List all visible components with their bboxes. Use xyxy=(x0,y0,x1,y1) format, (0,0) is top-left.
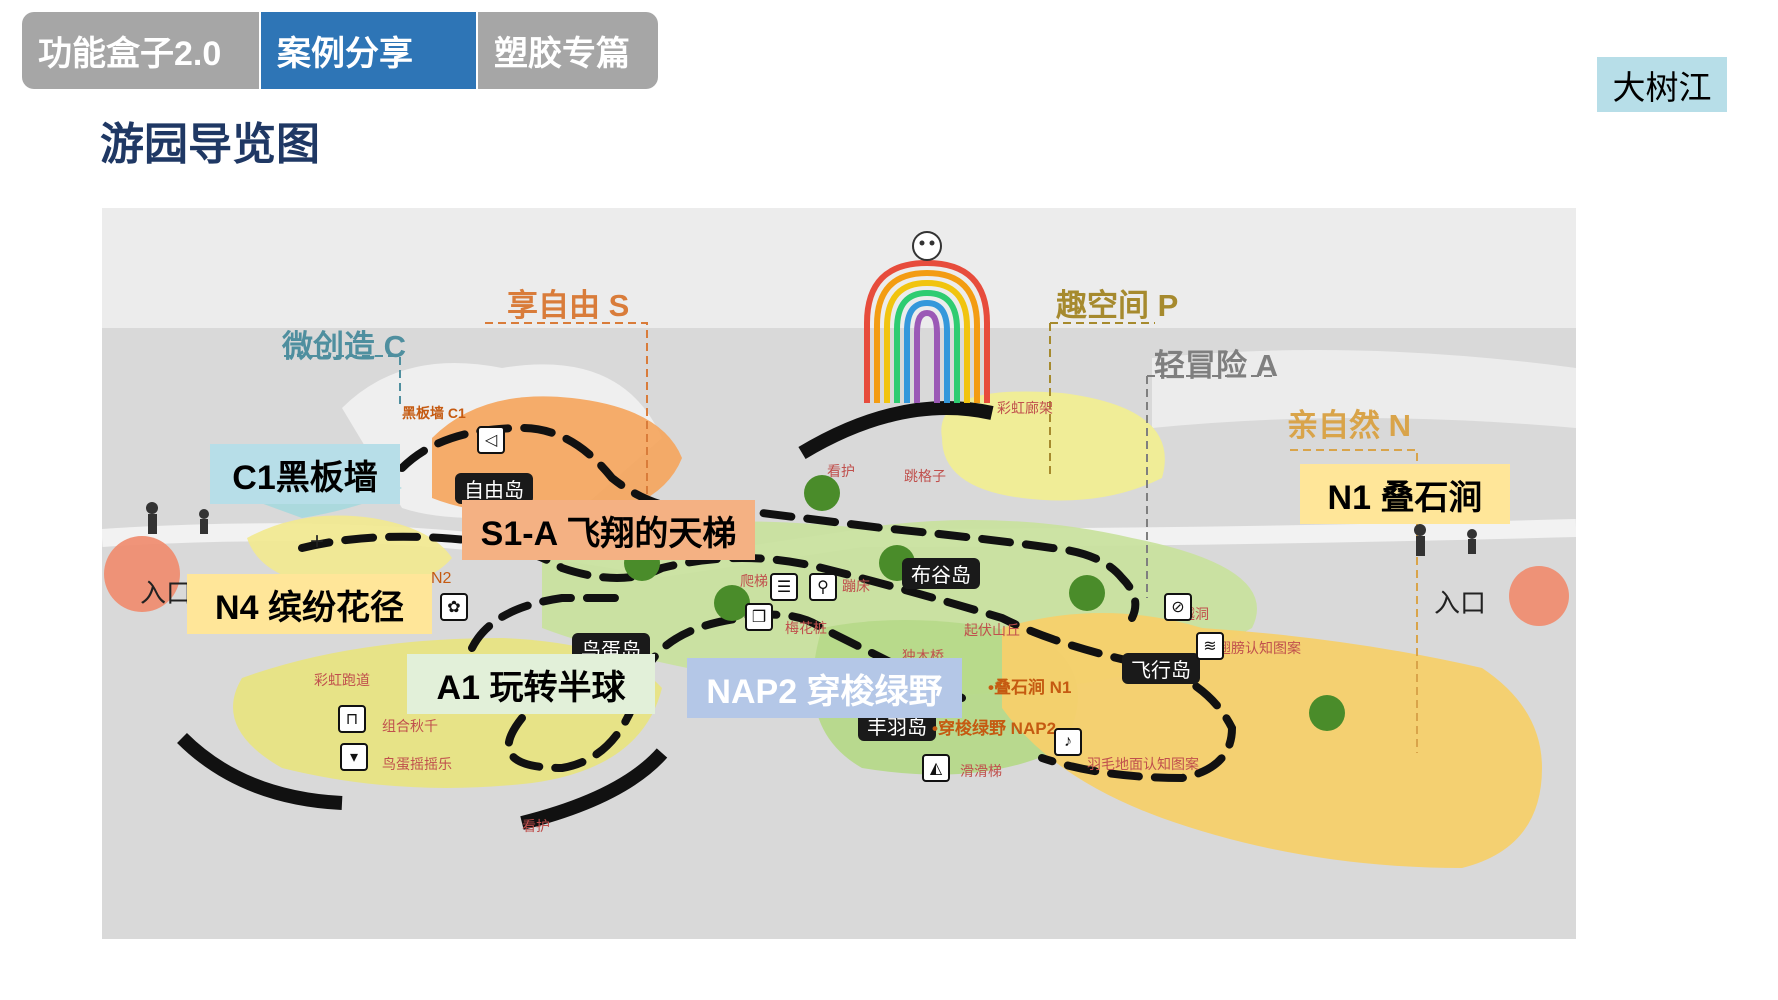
left-entrance-marker xyxy=(104,536,180,612)
trampoline-icon: ⚲ xyxy=(809,573,837,601)
island-fly: 飞行岛 xyxy=(1122,653,1200,684)
callout-n1-stone-stream: N1 叠石涧 xyxy=(1300,464,1510,524)
building-right xyxy=(1152,350,1576,428)
person-icon-body xyxy=(1416,536,1425,556)
family-icons xyxy=(146,502,1477,556)
facility-nap2: •穿梭绿野 NAP2 xyxy=(932,719,1057,738)
rainbow-face-circle xyxy=(912,231,942,261)
page-title: 游园导览图 xyxy=(100,120,320,169)
wing-icon: ≋ xyxy=(1196,632,1224,660)
entrance-left: 入口 xyxy=(140,578,193,608)
facility-combo-swing: 组合秋千 xyxy=(382,718,438,734)
slide-icon: ◭ xyxy=(922,754,950,782)
tab-case-share[interactable]: 案例分享 xyxy=(261,12,476,89)
facility-watch-1: 看护 xyxy=(827,463,855,479)
tree-icon xyxy=(804,475,840,511)
callout-c1-blackboard: C1黑板墙 xyxy=(210,444,400,504)
zone-leader-lines xyxy=(284,322,1418,753)
tab-bar: 功能盒子2.0 案例分享 塑胶专篇 xyxy=(22,12,660,89)
person-icon xyxy=(199,509,209,519)
corner-tag: 大树江 xyxy=(1597,57,1727,112)
tree-icon xyxy=(1309,695,1345,731)
arc-left-bottom xyxy=(177,733,343,810)
zone-label-nature: 亲自然 N xyxy=(1287,408,1411,443)
speaker-icon: ◁ xyxy=(477,426,505,454)
facility-feather-ground: 羽毛地面认知图案 xyxy=(1087,756,1199,772)
facility-slide: 滑滑梯 xyxy=(960,763,1002,779)
rainbow-band xyxy=(914,309,940,403)
egg-rocker-icon: ▾ xyxy=(340,743,368,771)
flower-icon: ✿ xyxy=(440,593,468,621)
facility-n2: N2 xyxy=(431,570,452,587)
rainbow-band xyxy=(884,279,970,403)
plum-pole-icon: ❒ xyxy=(745,603,773,631)
rainbow-band xyxy=(894,289,960,403)
zone-label-adventure: 轻冒险 A xyxy=(1154,348,1278,383)
rainbow-face-eye xyxy=(929,240,935,246)
swing-icon: ⊓ xyxy=(338,705,366,733)
callout-s1-sky-ladder: S1-A 飞翔的天梯 xyxy=(462,500,755,560)
facility-hills: 起伏山丘 xyxy=(964,622,1020,638)
callout-a1-hemisphere: A1 玩转半球 xyxy=(407,654,655,714)
zone-yellow-top xyxy=(941,391,1165,501)
island-freedom: 自由岛 xyxy=(455,473,533,504)
tree-icon xyxy=(714,585,750,621)
rainbow-band xyxy=(864,259,990,403)
rainbow-band xyxy=(904,299,950,403)
person-icon-body xyxy=(148,514,157,534)
crosshair-icon: + xyxy=(310,528,325,555)
leader-create-c xyxy=(284,355,401,408)
zone-label-space: 趣空间 P xyxy=(1056,288,1179,323)
leader-free-s xyxy=(485,322,648,498)
facility-plum-pole: 梅花桩 xyxy=(785,620,827,636)
facility-wing-pattern: 翅膀认知图案 xyxy=(1217,640,1301,656)
facility-hopscotch: 跳格子 xyxy=(904,468,946,484)
rainbow-arch xyxy=(864,259,990,403)
person-icon xyxy=(1467,529,1477,539)
callout-nap2-green-field: NAP2 穿梭绿野 xyxy=(687,658,962,718)
rainbow-face-eye xyxy=(919,240,925,246)
ladder-icon: ☰ xyxy=(770,573,798,601)
feather-icon: ♪ xyxy=(1054,728,1082,756)
facility-egg-rocker: 鸟蛋摇摇乐 xyxy=(382,756,452,772)
rainbow-band xyxy=(874,269,980,403)
tree-icon xyxy=(1069,575,1105,611)
leader-nature-n xyxy=(1290,449,1418,753)
facility-rainbow-road: 彩虹跑道 xyxy=(314,672,370,688)
arc-bottom-center xyxy=(520,748,668,830)
facility-watch-2: 看护 xyxy=(522,818,550,834)
facility-blackboard: 黑板墙 C1 xyxy=(402,405,466,421)
island-bugu: 布谷岛 xyxy=(902,558,980,589)
person-icon xyxy=(146,502,158,514)
park-map: 微创造 C 享自由 S 趣空间 P 轻冒险 A 亲自然 N 自由岛 布谷岛 鸟蛋… xyxy=(102,208,1576,939)
facility-rainbow-corridor: 彩虹廊架 xyxy=(997,400,1053,416)
tunnel-icon: ⊘ xyxy=(1164,593,1192,621)
map-upper-area xyxy=(102,208,1576,328)
facility-trampoline: 蹦床 xyxy=(842,578,870,594)
right-entrance-marker xyxy=(1509,566,1569,626)
zone-label-free: 享自由 S xyxy=(507,288,630,323)
facility-climb: 爬梯 xyxy=(740,573,768,589)
tab-plastic-special[interactable]: 塑胶专篇 xyxy=(478,12,658,89)
facility-stone-n1: •叠石涧 N1 xyxy=(988,678,1072,697)
person-icon-body xyxy=(1468,539,1476,554)
rainbow-face xyxy=(912,231,942,261)
rainbow-base-arc xyxy=(798,401,994,460)
zone-label-create: 微创造 C xyxy=(282,329,406,364)
callout-n4-flower-path: N4 缤纷花径 xyxy=(187,574,432,634)
tab-function-box[interactable]: 功能盒子2.0 xyxy=(22,12,259,89)
person-icon xyxy=(1414,524,1426,536)
entrance-right: 入口 xyxy=(1434,588,1487,618)
person-icon-body xyxy=(200,519,208,534)
